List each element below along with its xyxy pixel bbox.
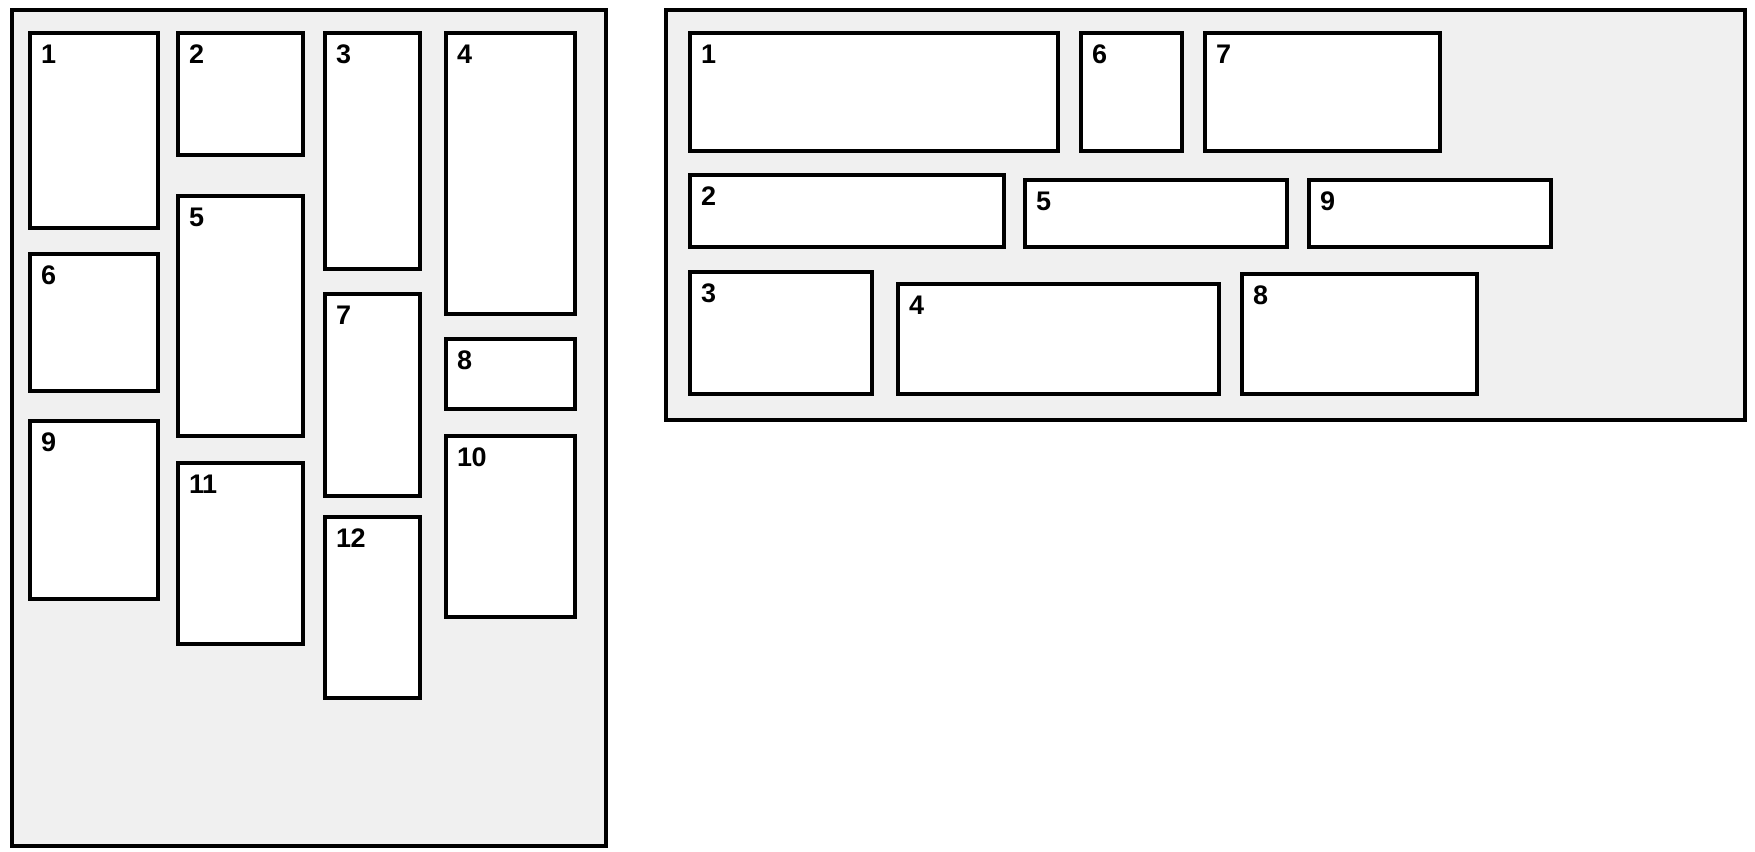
region-box[interactable]: 2 xyxy=(688,173,1006,249)
region-box-label: 1 xyxy=(701,39,716,69)
region-box[interactable]: 4 xyxy=(896,282,1221,396)
region-box-label: 4 xyxy=(909,290,924,320)
region-box-label: 11 xyxy=(189,469,217,499)
region-box[interactable]: 10 xyxy=(444,434,577,619)
region-box[interactable]: 6 xyxy=(28,252,160,393)
region-box-label: 5 xyxy=(189,202,204,232)
region-box-label: 4 xyxy=(457,39,472,69)
region-box[interactable]: 12 xyxy=(323,515,422,700)
region-box[interactable]: 3 xyxy=(688,270,874,396)
region-box[interactable]: 7 xyxy=(323,292,422,498)
region-box-label: 1 xyxy=(41,39,56,69)
region-box-label: 6 xyxy=(1092,39,1107,69)
region-box[interactable]: 5 xyxy=(176,194,305,438)
region-box-label: 6 xyxy=(41,260,56,290)
region-box[interactable]: 9 xyxy=(1307,178,1553,249)
region-box-label: 5 xyxy=(1036,186,1051,216)
region-box[interactable]: 8 xyxy=(1240,272,1479,396)
region-box-label: 9 xyxy=(1320,186,1335,216)
region-box-label: 3 xyxy=(336,39,351,69)
region-box-label: 12 xyxy=(336,523,366,553)
region-box[interactable]: 2 xyxy=(176,31,305,157)
region-box[interactable]: 6 xyxy=(1079,31,1184,153)
region-box-label: 7 xyxy=(1216,39,1231,69)
region-box[interactable]: 11 xyxy=(176,461,305,646)
region-box-label: 10 xyxy=(457,442,487,472)
region-box[interactable]: 3 xyxy=(323,31,422,271)
region-box[interactable]: 1 xyxy=(688,31,1060,153)
region-box[interactable]: 1 xyxy=(28,31,160,230)
region-box-label: 9 xyxy=(41,427,56,457)
region-box-label: 3 xyxy=(701,278,716,308)
region-box[interactable]: 4 xyxy=(444,31,577,316)
region-box-label: 2 xyxy=(701,181,716,211)
region-box[interactable]: 8 xyxy=(444,337,577,411)
region-box[interactable]: 9 xyxy=(28,419,160,601)
region-box-label: 8 xyxy=(457,345,472,375)
region-box-label: 8 xyxy=(1253,280,1268,310)
region-box[interactable]: 7 xyxy=(1203,31,1442,153)
region-box-label: 2 xyxy=(189,39,204,69)
region-box-label: 7 xyxy=(336,300,351,330)
region-box[interactable]: 5 xyxy=(1023,178,1289,249)
